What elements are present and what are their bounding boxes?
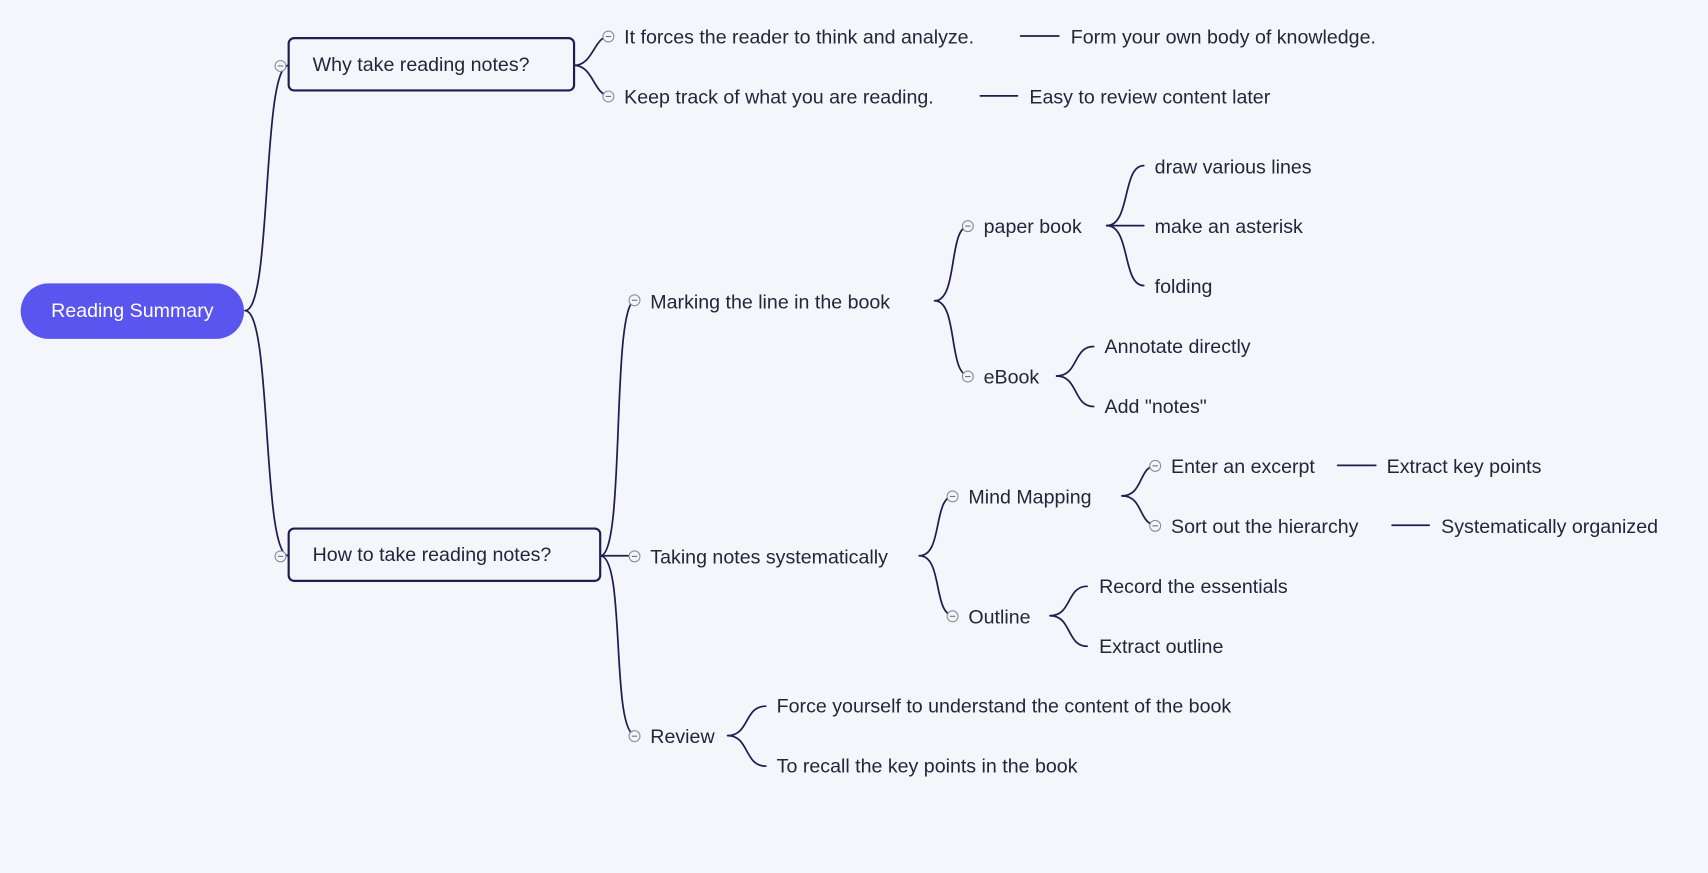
how-node[interactable]: How to take reading notes? [287,527,602,582]
link-marking-paper [933,224,971,302]
collapse-icon[interactable] [274,59,287,72]
review-item-1[interactable]: Force yourself to understand the content… [776,695,1232,718]
why-item-1[interactable]: It forces the reader to think and analyz… [624,26,975,48]
link-how-marking [599,298,638,557]
collapse-icon[interactable] [628,730,641,743]
why-item-1-result[interactable]: Form your own body of knowledge. [1070,26,1376,48]
mind-mapping-node[interactable]: Mind Mapping [968,486,1092,508]
ebook-item-2[interactable]: Add "notes" [1104,395,1207,418]
collapse-icon[interactable] [946,610,959,623]
link-paper-3 [1105,224,1145,287]
collapse-icon[interactable] [602,90,615,103]
mind-item-1[interactable]: Enter an excerpt [1170,455,1315,478]
collapse-icon[interactable] [1149,459,1162,472]
mind-item-1-result[interactable]: Extract key points [1386,455,1542,478]
collapse-icon[interactable] [1149,519,1162,532]
collapse-icon[interactable] [946,490,959,503]
ebook-node[interactable]: eBook [983,366,1040,388]
link-marking-ebook [933,299,971,377]
link-how-review [599,554,638,737]
why-item-2[interactable]: Keep track of what you are reading. [624,86,934,108]
review-item-2[interactable]: To recall the key points in the book [776,755,1078,778]
link-review-1 [726,705,767,737]
collapse-icon[interactable] [274,550,287,563]
systematic-node[interactable]: Taking notes systematically [650,545,888,568]
why-node[interactable]: Why take reading notes? [287,37,576,92]
link-outline-2 [1049,614,1088,648]
link-review-2 [726,734,767,768]
collapse-icon[interactable] [628,294,641,307]
why-item-2-result[interactable]: Easy to review content later [1029,86,1271,108]
marking-node[interactable]: Marking the line in the book [650,290,891,313]
link-outline-1 [1049,585,1088,617]
collapse-icon[interactable] [628,550,641,563]
collapse-icon[interactable] [602,30,615,43]
outline-item-1[interactable]: Record the essentials [1099,575,1288,598]
link-root-why [244,64,290,312]
link-ebook-1 [1055,345,1095,377]
link-ebook-2 [1055,375,1095,408]
collapse-icon[interactable] [961,370,974,383]
mind-item-2[interactable]: Sort out the hierarchy [1170,515,1359,538]
link-paper-1 [1105,164,1145,227]
link-root-how [244,309,290,557]
paper-item-3[interactable]: folding [1154,275,1213,298]
mind-item-2-result[interactable]: Systematically organized [1441,515,1659,538]
link-systematic-outline [918,554,956,617]
review-node[interactable]: Review [650,725,715,748]
outline-item-2[interactable]: Extract outline [1099,635,1224,658]
paper-book-node[interactable]: paper book [983,215,1082,238]
ebook-item-1[interactable]: Annotate directly [1104,335,1251,358]
paper-item-1[interactable]: draw various lines [1154,155,1312,178]
connector-lines [244,35,1431,768]
collapse-icon[interactable] [961,220,974,233]
root-node[interactable]: Reading Summary [20,283,245,339]
paper-item-2[interactable]: make an asterisk [1154,215,1303,238]
link-systematic-mind [918,494,956,557]
outline-node[interactable]: Outline [968,605,1031,628]
